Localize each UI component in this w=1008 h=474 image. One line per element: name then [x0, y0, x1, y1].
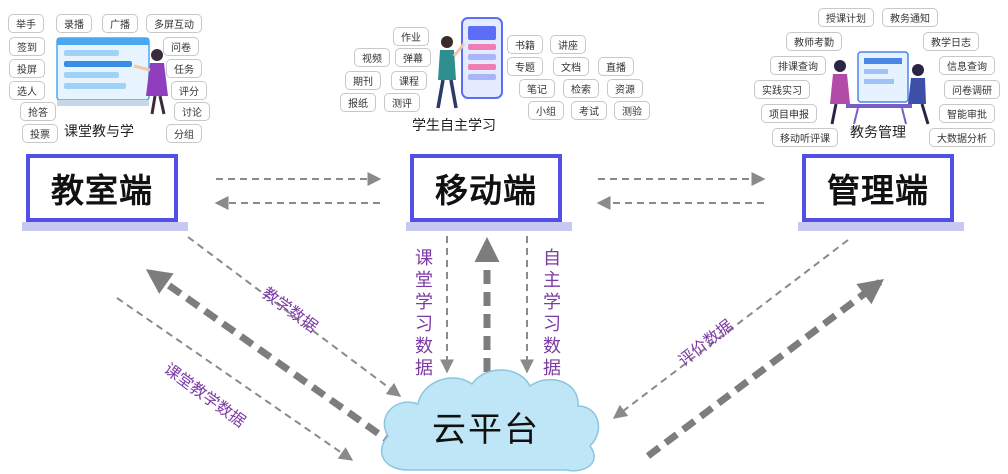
admin-illustration [830, 51, 930, 125]
tag-dashuju: 大数据分析 [929, 128, 995, 147]
tag-ziyuan: 资源 [607, 79, 643, 98]
tag-shouke: 授课计划 [818, 8, 874, 27]
student-caption: 学生自主学习 [412, 118, 496, 134]
tag-ceyan: 测验 [614, 101, 650, 120]
tag-shenbao: 项目申报 [761, 104, 817, 123]
tag-toupiao: 投票 [22, 124, 58, 143]
node-classroom: 教室端 [26, 154, 178, 222]
tag-biji: 笔记 [519, 79, 555, 98]
tag-pingfen: 评分 [171, 81, 207, 100]
tag-xinxi: 信息查询 [939, 56, 995, 75]
node-admin-shadow [798, 222, 964, 231]
tag-jushou: 举手 [8, 14, 44, 33]
node-mobile-shadow [406, 222, 572, 231]
tag-jiansuo: 检索 [563, 79, 599, 98]
tag-qikan: 期刊 [345, 71, 381, 90]
admin-caption: 教务管理 [850, 125, 906, 141]
node-cloud-label: 云平台 [432, 409, 540, 450]
node-mobile: 移动端 [410, 154, 562, 222]
tag-diaoyan: 问卷调研 [944, 80, 1000, 99]
tag-wendang: 文档 [553, 57, 589, 76]
tag-guangbo: 广播 [102, 14, 138, 33]
label-self-learning-data: 自主学习数据 [543, 248, 561, 379]
tag-xuanren: 选人 [9, 81, 45, 100]
tag-renwu: 任务 [166, 59, 202, 78]
arrow-classroom-to-cloud-teaching [187, 236, 402, 397]
tag-duoping: 多屏互动 [146, 14, 202, 33]
tag-kecheng: 课程 [391, 71, 427, 90]
tag-qiangda: 抢答 [20, 102, 56, 121]
tag-kaoqin: 教师考勤 [786, 32, 842, 51]
student-illustration [436, 17, 503, 109]
cloud-shape [380, 369, 600, 472]
tag-qiandao: 签到 [9, 37, 45, 56]
arrow-cloud-to-classroom-big [145, 269, 399, 449]
tag-kaoshi: 考试 [571, 101, 607, 120]
arrow-admin-to-cloud-evaluation [612, 239, 849, 419]
tag-shenpi: 智能审批 [939, 104, 995, 123]
tag-shuji: 书籍 [507, 35, 543, 54]
tag-zhuanti: 专题 [507, 57, 543, 76]
arrow-cloud-to-admin-big [645, 278, 885, 459]
node-classroom-shadow [22, 222, 188, 231]
tag-danmu: 弹幕 [395, 48, 431, 67]
tag-fenzu: 分组 [166, 124, 202, 143]
tag-lubo: 录播 [56, 14, 92, 33]
tag-jiaowutongzhi: 教务通知 [882, 8, 938, 27]
tag-tingke: 移动听评课 [772, 128, 838, 147]
tag-ceping: 测评 [384, 93, 420, 112]
tag-touping: 投屏 [9, 59, 45, 78]
tag-xiaozu: 小组 [528, 101, 564, 120]
tag-shiping: 视频 [354, 48, 390, 67]
tag-taolun: 讨论 [174, 102, 210, 121]
tag-zhibo: 直播 [598, 57, 634, 76]
label-class-learning-data: 课堂学习数据 [415, 248, 433, 379]
tag-shijian: 实践实习 [754, 80, 810, 99]
tag-rizhi: 教学日志 [923, 32, 979, 51]
classroom-caption: 课堂教与学 [64, 124, 134, 140]
tag-jiangzuo: 讲座 [550, 35, 586, 54]
tag-baozhi: 报纸 [340, 93, 376, 112]
tag-wenjuan: 问卷 [163, 37, 199, 56]
tag-paike: 排课查询 [770, 56, 826, 75]
classroom-illustration [56, 37, 168, 115]
node-admin: 管理端 [802, 154, 954, 222]
tag-zuoye: 作业 [393, 27, 429, 46]
